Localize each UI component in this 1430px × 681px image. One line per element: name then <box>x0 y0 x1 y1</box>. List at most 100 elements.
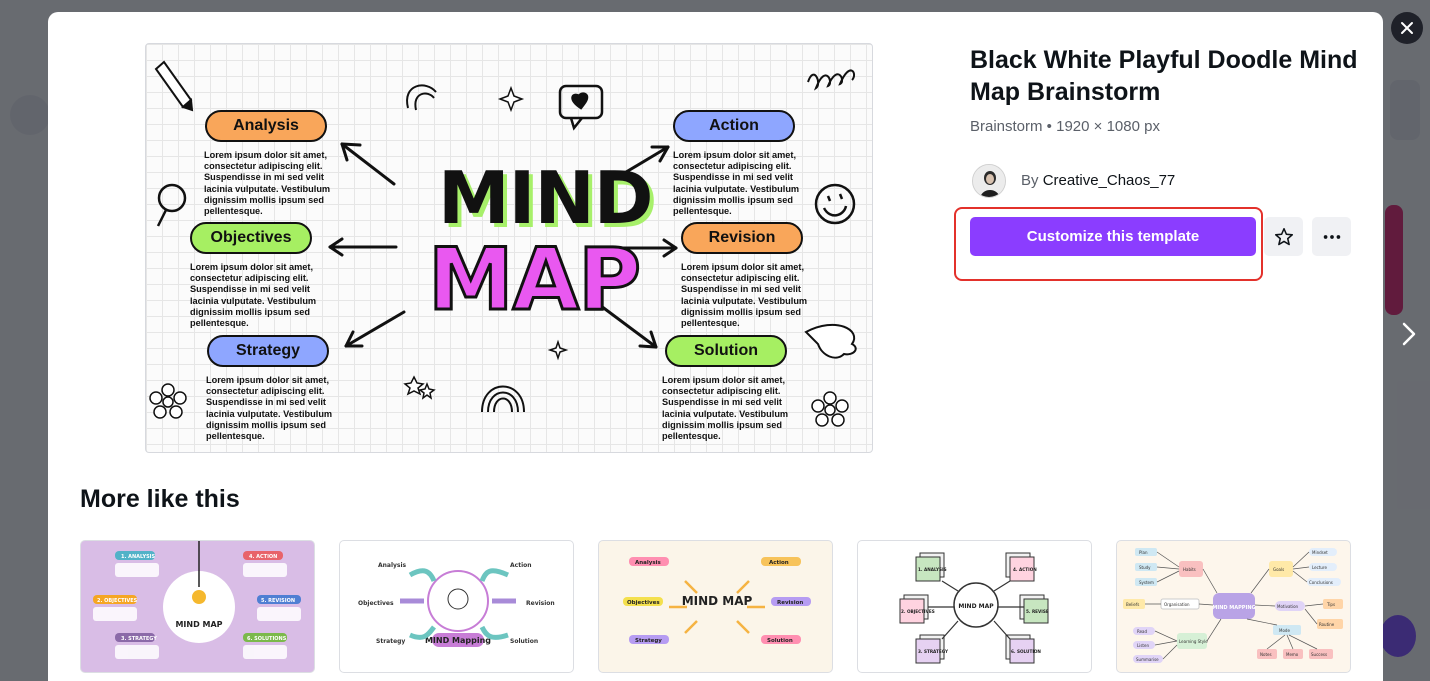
thumbnail-label: Solution <box>510 638 538 645</box>
thumbnail-label: Analysis <box>378 562 407 569</box>
thumbnail-center-text: MIND MAPPING <box>1212 605 1255 611</box>
thumbnail-label: 2. OBJECTIVES <box>901 609 935 614</box>
node-description: Lorem ipsum dolor sit amet, consectetur … <box>206 375 333 442</box>
thumbnail-label: Learning Style <box>1179 639 1208 644</box>
thumbnail-art: MIND Mapping Analysis Objectives Strateg… <box>358 562 555 647</box>
thumbnail-label: Conclusions <box>1309 580 1333 585</box>
thumbnail-center-text: MIND Mapping <box>425 636 491 645</box>
thumbnail-label: Plan <box>1139 550 1148 555</box>
author-avatar[interactable] <box>972 164 1006 198</box>
thumbnail-label: Study <box>1139 565 1151 570</box>
thumbnail-label: 1. ANALYSIS <box>121 554 156 560</box>
thumbnail-label: Strategy <box>376 638 405 645</box>
thumbnail-label: Beliefs <box>1126 602 1139 607</box>
thumbnail-label: Notes <box>1260 652 1272 657</box>
template-meta: Brainstorm • 1920 × 1080 px <box>970 118 1160 135</box>
close-icon <box>1401 22 1413 34</box>
close-modal-button[interactable] <box>1391 12 1423 44</box>
preview-title-map: MAP <box>426 229 642 332</box>
thumbnail-label: Solution <box>767 638 793 644</box>
thumbnail-label: Motivation <box>1277 604 1299 609</box>
arrow-strategy <box>344 310 406 348</box>
thumbnail-label: Objectives <box>627 600 660 606</box>
stars-doodle <box>403 375 436 400</box>
node-label: Strategy <box>235 342 301 359</box>
more-options-button[interactable] <box>1312 217 1351 256</box>
preview-title-mind: MIND <box>438 156 653 240</box>
thumbnail-label: 5. REVISE <box>1026 609 1049 614</box>
thumbnail-label: Summarise <box>1136 657 1159 662</box>
thumbnail-label: Action <box>769 560 789 566</box>
preview-doodles <box>149 60 857 427</box>
rainbow-doodle-top <box>406 84 437 111</box>
customize-template-button[interactable]: Customize this template <box>970 217 1256 256</box>
thumbnail-art: MIND MAPPING Plan Study System Habits Be… <box>1123 548 1343 663</box>
thumbnail-label: 1. ANALYSIS <box>918 567 947 572</box>
favorite-button[interactable] <box>1264 217 1303 256</box>
thumbnail-label: Tips <box>1326 602 1335 607</box>
thumbnail-label: Listen <box>1137 643 1149 648</box>
avatar-photo <box>973 165 1005 197</box>
thumbnail-art: MIND MAP 1. ANALYSIS 2. OBJECTIVES 3. ST… <box>899 552 1049 664</box>
thumbnail-label: Lecture <box>1312 565 1327 570</box>
thumbnail-label: Read <box>1137 629 1148 634</box>
thumbnail-label: Mode <box>1279 628 1290 633</box>
cta-highlight-annotation <box>954 207 1263 281</box>
node-label: Revision <box>708 229 776 246</box>
flower-doodle-right <box>811 391 849 427</box>
thumbnail-label: Mindset <box>1312 550 1328 555</box>
author-name-link[interactable]: Creative_Chaos_77 <box>1042 172 1176 189</box>
template-modal: Analysis Objectives Strategy Action Revi… <box>48 12 1383 681</box>
node-objectives: Objectives <box>190 222 312 254</box>
node-label: Solution <box>694 342 758 359</box>
thumbnail-center-text: MIND MAP <box>958 603 994 610</box>
star-icon <box>1274 227 1293 245</box>
thumbnail-label: Revision <box>777 600 803 606</box>
smiley-doodle <box>814 183 856 225</box>
thumbnail-label: Routine <box>1319 622 1335 627</box>
thumbnail-mind-mapping-colorful[interactable]: MIND MAPPING Plan Study System Habits Be… <box>1116 540 1351 673</box>
flower-doodle-left <box>149 383 187 419</box>
wings-doodle <box>804 323 857 359</box>
thumbnail-label: Strategy <box>635 638 662 644</box>
node-label: Objectives <box>210 229 292 246</box>
thumbnail-pastel-mind-map[interactable]: MIND MAP Analysis Objectives Strategy Ac… <box>598 540 833 673</box>
by-label: By <box>1021 172 1039 189</box>
more-horizontal-icon <box>1323 234 1340 239</box>
node-label: Action <box>709 117 759 134</box>
thumbnail-purple-mind-map[interactable]: MIND MAP 1. ANALYSIS 2. OBJECTIVES 3. ST… <box>80 540 315 673</box>
node-action: Action <box>673 110 795 142</box>
arrow-action <box>604 145 670 186</box>
thumbnail-center-text: MIND MAP <box>682 594 753 608</box>
next-template-button[interactable] <box>1396 316 1422 352</box>
thumbnail-label: 3. STRATEGY <box>918 649 949 654</box>
heart-bubble-doodle <box>558 84 604 131</box>
more-like-this-heading: More like this <box>80 485 240 513</box>
magnifier-doodle <box>156 183 187 227</box>
node-description: Lorem ipsum dolor sit amet, consectetur … <box>204 150 331 217</box>
thumbnail-center-text: MIND MAP <box>175 620 222 629</box>
thumbnail-label: 5. REVISION <box>261 598 295 604</box>
template-preview[interactable]: Analysis Objectives Strategy Action Revi… <box>145 43 873 453</box>
arrow-analysis <box>340 142 396 186</box>
thumbnail-label: Revision <box>526 600 555 607</box>
thumbnail-label: Memo <box>1286 652 1299 657</box>
thumbnail-sticky-notes-mind-map[interactable]: MIND MAP 1. ANALYSIS 2. OBJECTIVES 3. ST… <box>857 540 1092 673</box>
pencil-doodle <box>154 60 194 112</box>
node-analysis: Analysis <box>205 110 327 142</box>
rainbow-doodle-bottom <box>481 385 525 413</box>
thumbnail-label: System <box>1139 580 1154 585</box>
thumbnail-label: Action <box>510 562 532 569</box>
arrow-solution <box>599 304 658 349</box>
thumbnail-art: MIND MAP 1. ANALYSIS 2. OBJECTIVES 3. ST… <box>93 541 301 659</box>
node-description: Lorem ipsum dolor sit amet, consectetur … <box>673 150 800 217</box>
thumbnail-label: Success <box>1311 652 1327 657</box>
author-line: By Creative_Chaos_77 <box>1021 172 1175 189</box>
template-title: Black White Playful Doodle Mind Map Brai… <box>970 46 1358 106</box>
squiggle-doodle <box>807 69 856 91</box>
thumbnail-label: 4. ACTION <box>1013 567 1037 572</box>
thumbnail-mind-mapping-bulb[interactable]: MIND Mapping Analysis Objectives Strateg… <box>339 540 574 673</box>
node-label: Analysis <box>233 117 299 134</box>
thumbnail-label: 3. STRATEGY <box>121 636 157 642</box>
thumbnail-label: Organisation <box>1164 602 1190 607</box>
